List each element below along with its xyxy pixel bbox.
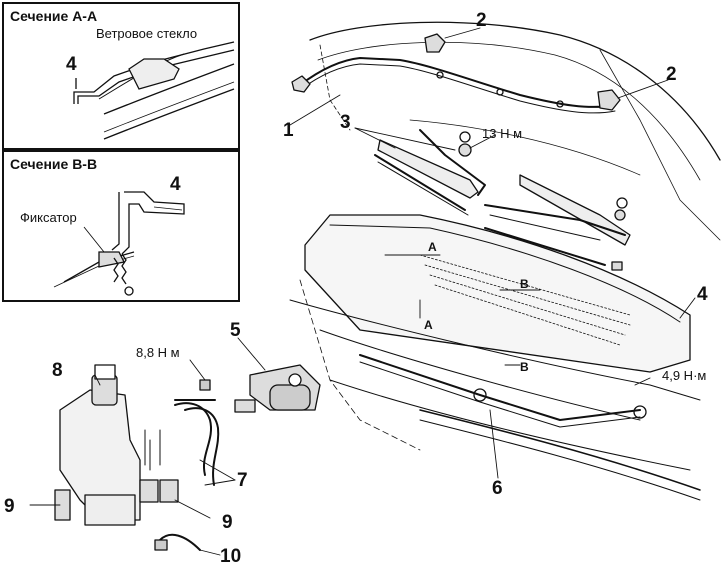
washer-pumps-9 (54, 429, 179, 521)
section-mark-a-top: A (428, 240, 437, 254)
section-mark-b-top: B (520, 277, 529, 291)
leader-lines (29, 27, 696, 556)
clip-left (291, 75, 311, 93)
windshield-label: Ветровое стекло (96, 26, 198, 41)
nozzle-2-left (424, 33, 446, 53)
callout-7: 7 (237, 470, 248, 491)
callout-4-main: 4 (697, 284, 708, 305)
callout-2-right: 2 (666, 64, 677, 85)
inset-aa-title: Сечение А-А (10, 8, 98, 24)
connector-10 (154, 533, 201, 551)
torque-8-8: 8,8 Н м (136, 345, 180, 360)
torque-13: 13 Н м (482, 126, 523, 141)
callout-3: 3 (340, 112, 351, 133)
callout-9-left: 9 (4, 496, 15, 517)
inset-section-bb: Сечение В-В Фиксатор 4 (2, 150, 240, 302)
body-panel (289, 279, 701, 501)
washer-tank-8 (59, 364, 141, 526)
callout-10: 10 (220, 546, 242, 567)
callout-2-left: 2 (476, 10, 487, 31)
section-lines (384, 254, 541, 366)
section-mark-a-bottom: A (424, 318, 433, 332)
washer-hoses-7 (174, 399, 220, 486)
callout-1: 1 (283, 120, 294, 141)
callout-9-right: 9 (222, 512, 233, 533)
wiper-arm-left (374, 129, 486, 216)
inset-aa-drawing (73, 41, 235, 140)
nozzle-2-right (597, 89, 621, 111)
wiper-link-6 (359, 354, 647, 428)
torque-4-9: 4,9 Н·м (662, 368, 707, 383)
cowl-top-panel (304, 214, 691, 373)
wiper-motor-5 (249, 364, 321, 411)
windshield (309, 21, 721, 241)
wiper-arm-right (484, 174, 631, 271)
inset-bb-title: Сечение В-В (10, 156, 98, 172)
connector-motor (234, 399, 256, 413)
washer-hose-1 (299, 57, 616, 114)
callout-4-inset-aa: 4 (66, 54, 77, 75)
callout-5: 5 (230, 320, 241, 341)
inset-bb-drawing (53, 191, 185, 296)
inset-section-aa: Сечение А-А Ветровое стекло 4 (2, 2, 240, 150)
bolt-8-8 (199, 379, 211, 391)
callout-4-inset-bb: 4 (170, 174, 181, 195)
callout-8: 8 (52, 360, 63, 381)
retainer-label: Фиксатор (20, 210, 77, 225)
callout-6: 6 (492, 478, 503, 499)
section-mark-b-bottom: B (520, 360, 529, 374)
